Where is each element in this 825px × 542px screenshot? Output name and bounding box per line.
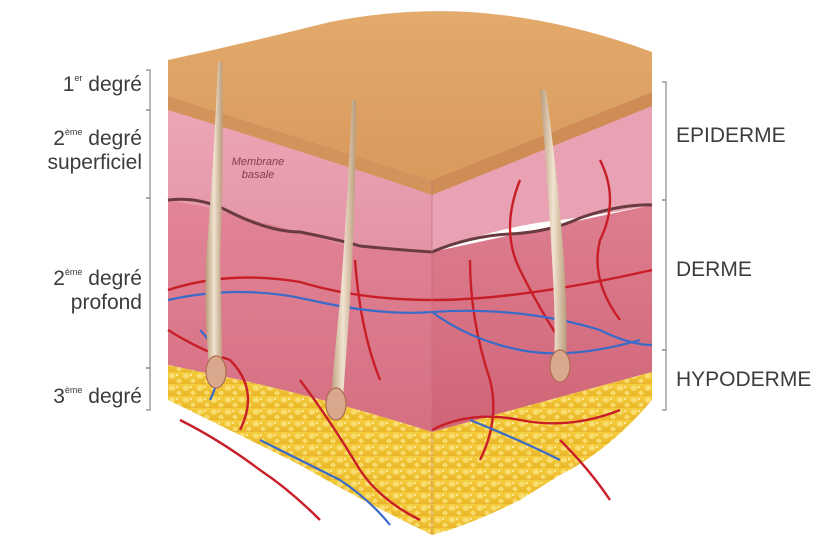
label-second-degree-superficial-sup: ème: [65, 127, 83, 137]
label-first-degree-number: 1: [63, 73, 75, 96]
label-third-degree-text: degré: [88, 385, 142, 408]
label-second-degree-deep: 2ème degré profond: [22, 260, 142, 315]
label-second-degree-superficial-number: 2: [53, 127, 65, 150]
hair-bulb: [550, 350, 570, 382]
hair-bulb: [206, 356, 226, 388]
label-hypodermis: HYPODERME: [676, 368, 811, 392]
label-second-degree-deep-number: 2: [53, 267, 65, 290]
hair-bulb: [326, 388, 346, 420]
label-first-degree: 1er degré: [22, 66, 142, 97]
label-second-degree-superficial-line2: superficiel: [47, 151, 142, 174]
label-dermis: DERME: [676, 258, 752, 282]
label-second-degree-deep-line2: profond: [71, 291, 142, 314]
label-basement-membrane-line2: basale: [242, 169, 274, 181]
label-first-degree-sup: er: [74, 73, 82, 83]
label-second-degree-superficial-text: degré: [88, 127, 142, 150]
label-second-degree-deep-sup: ème: [65, 267, 83, 277]
label-third-degree-number: 3: [53, 385, 65, 408]
label-second-degree-deep-text: degré: [88, 267, 142, 290]
label-second-degree-superficial: 2ème degré superficiel: [22, 120, 142, 175]
label-third-degree-sup: ème: [65, 385, 83, 395]
label-basement-membrane: Membrane basale: [218, 156, 298, 182]
label-epidermis: EPIDERME: [676, 124, 786, 148]
label-basement-membrane-line1: Membrane: [232, 156, 285, 168]
label-third-degree: 3ème degré: [22, 378, 142, 409]
label-first-degree-text: degré: [88, 73, 142, 96]
left-bracket: [146, 70, 150, 410]
right-bracket: [662, 82, 666, 410]
